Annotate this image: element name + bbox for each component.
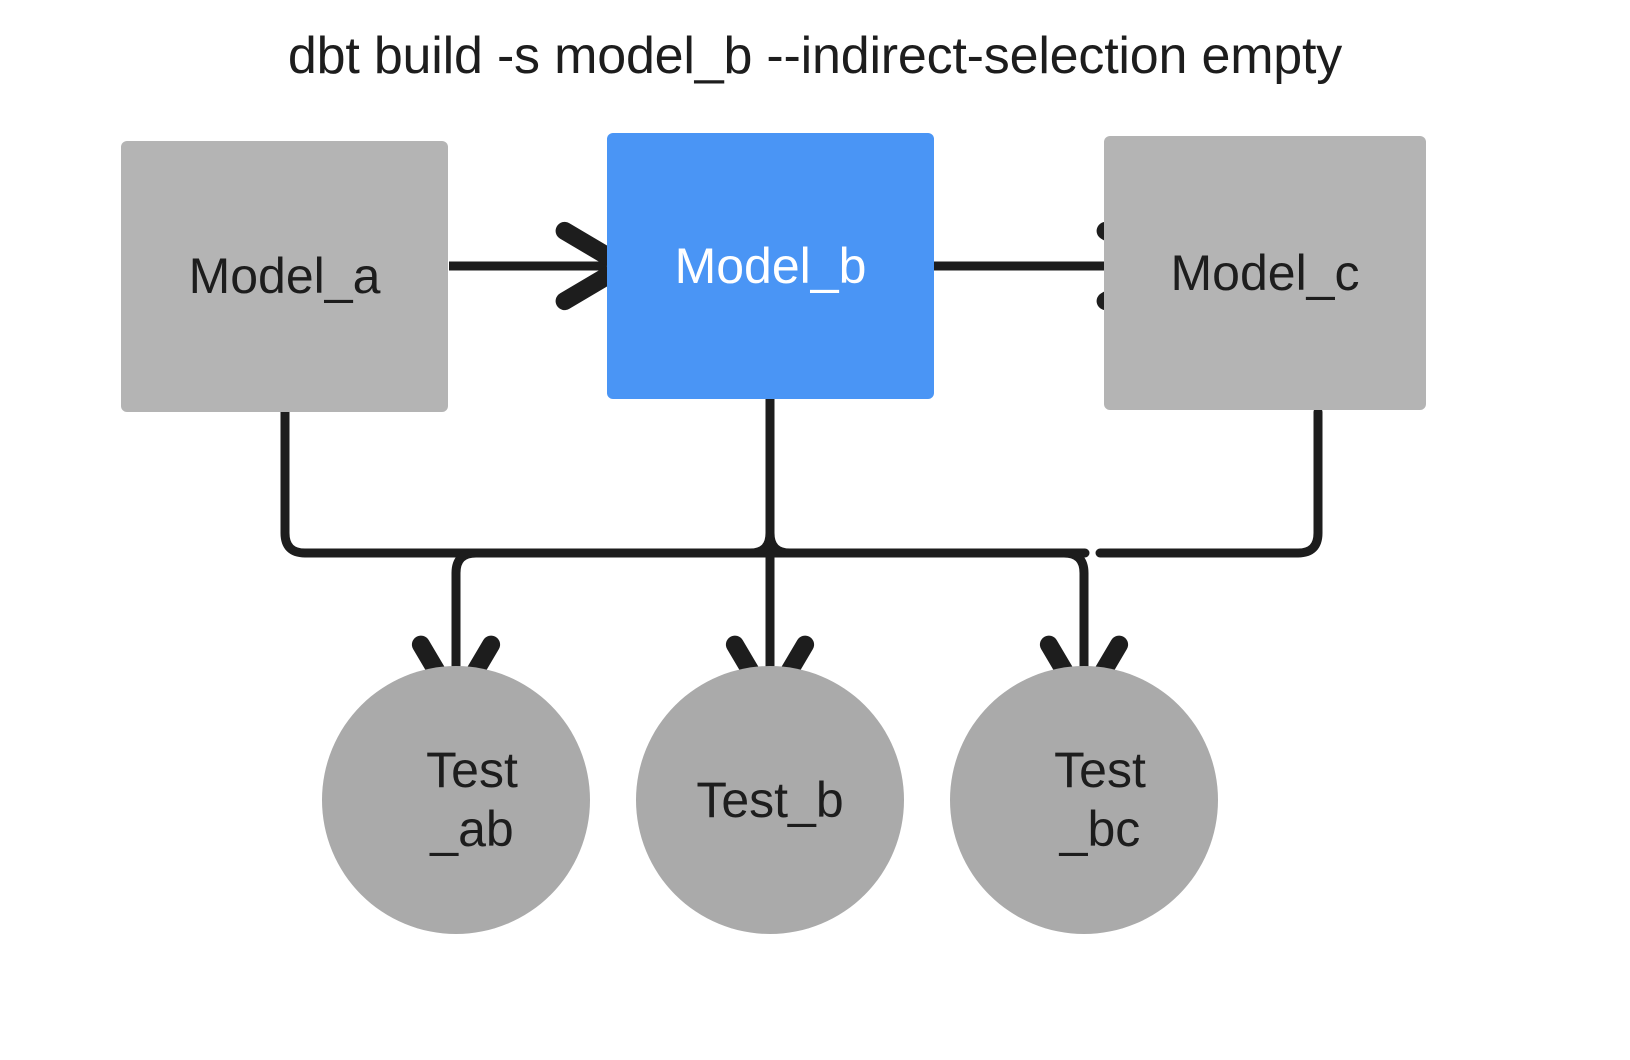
node-test-ab[interactable]: Test _ab [322,666,590,934]
node-test-bc[interactable]: Test _bc [950,666,1218,934]
node-model-c-label: Model_c [1170,244,1360,301]
edge-model-a-to-test-ab [280,407,1090,558]
node-test-b-label: Test_b [696,771,844,828]
node-test-b[interactable]: Test_b [636,666,904,934]
diagram-title: dbt build -s model_b --indirect-selectio… [287,27,1343,85]
node-test-bc-label: Test _bc [1054,742,1146,857]
node-model-a[interactable]: Model_a [121,141,448,412]
edge-model-c-to-test-bc [1095,407,1323,558]
node-model-b-label: Model_b [674,237,867,294]
node-model-b[interactable]: Model_b [607,133,934,399]
node-model-a-label: Model_a [188,248,381,304]
edge-model-b-to-test-bc [765,394,1129,714]
node-model-c[interactable]: Model_c [1104,136,1426,410]
edge-model-b-to-test-ab [411,394,775,714]
node-test-ab-label: Test _ab [426,742,518,857]
